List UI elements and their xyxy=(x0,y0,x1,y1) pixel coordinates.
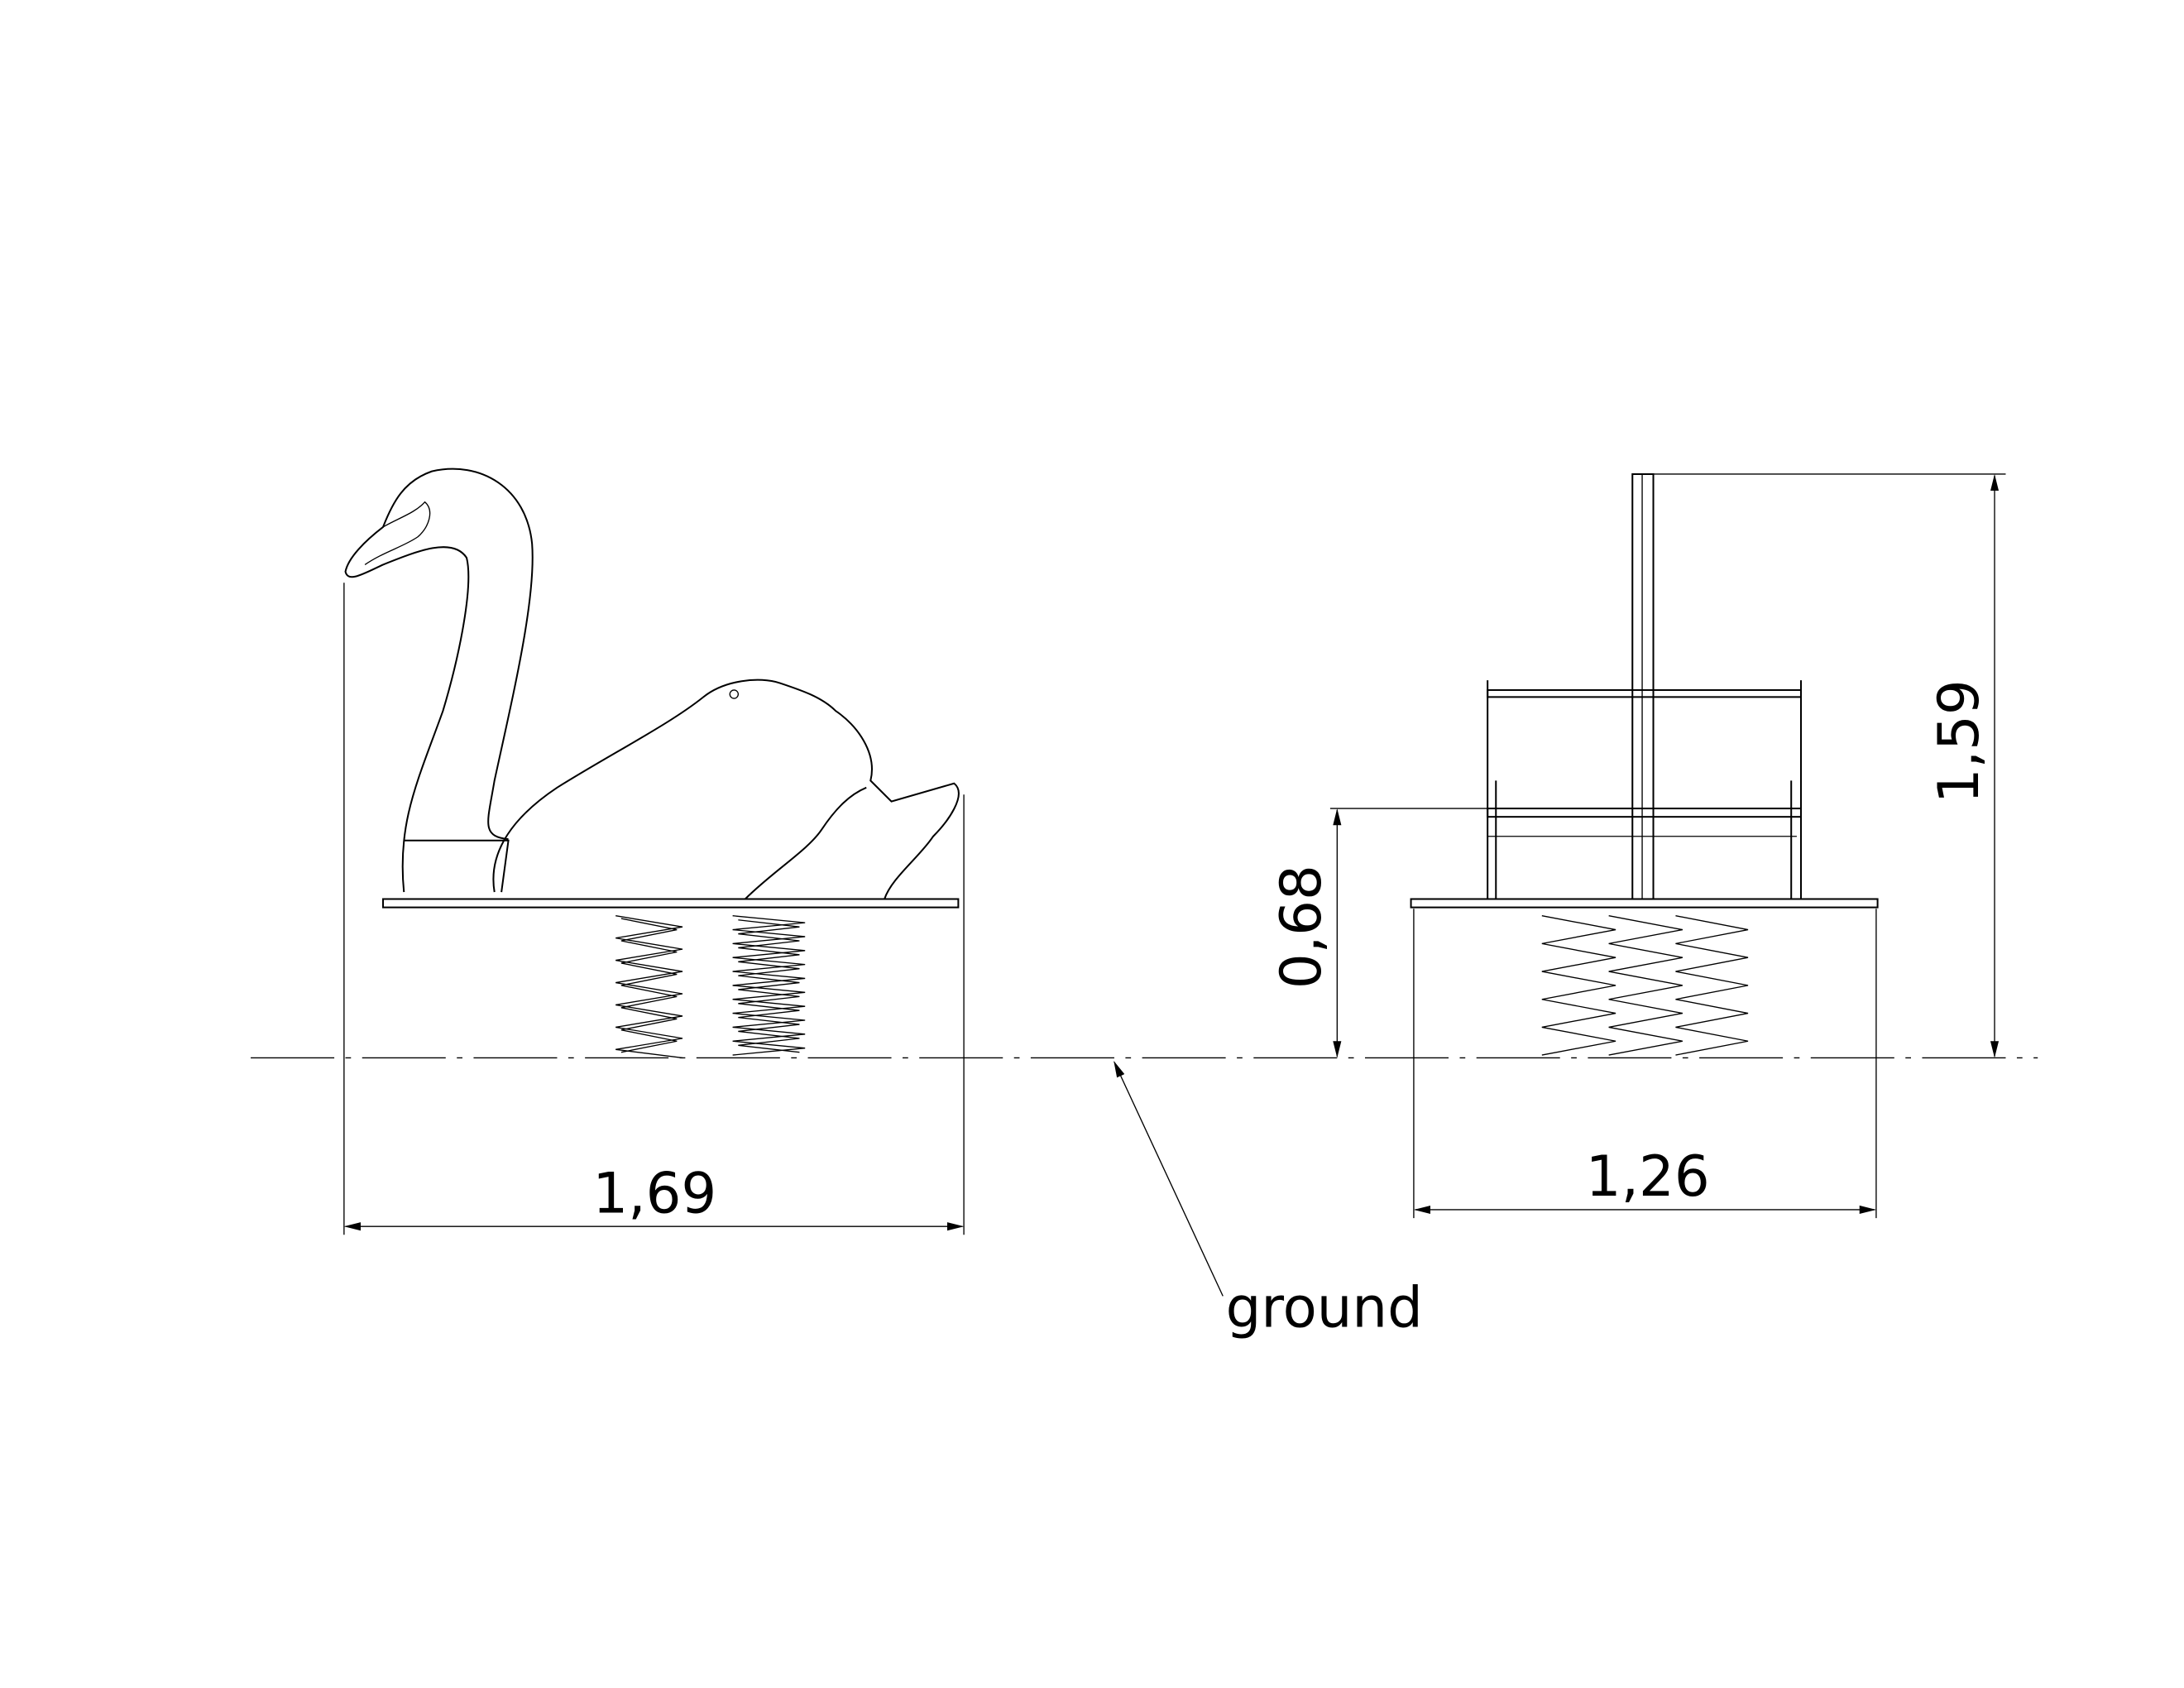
swan-spring-1 xyxy=(615,915,683,1059)
dimension-swan-length: 1,69 xyxy=(343,583,965,1235)
dimension-label-total-height: 1,59 xyxy=(1926,679,1991,803)
swan-side-view xyxy=(344,468,960,1059)
ground-callout: ground xyxy=(1114,1060,1423,1340)
front-platform xyxy=(1410,898,1879,909)
front-springs xyxy=(1541,915,1749,1056)
front-view xyxy=(1410,472,1879,1056)
dimension-seat-height: 0,68 xyxy=(1268,808,1488,1058)
swan-spring-2 xyxy=(732,915,806,1056)
dimension-label-width: 1,26 xyxy=(1586,1144,1710,1209)
dimension-width: 1,26 xyxy=(1413,909,1877,1219)
dimension-total-height: 1,59 xyxy=(1653,473,2006,1058)
swan-platform xyxy=(382,898,960,909)
dimension-label-length: 1,69 xyxy=(592,1160,716,1225)
handle-pole xyxy=(1631,472,1655,900)
dimension-label-seat-height: 0,68 xyxy=(1268,865,1334,989)
ground-label: ground xyxy=(1226,1274,1423,1340)
